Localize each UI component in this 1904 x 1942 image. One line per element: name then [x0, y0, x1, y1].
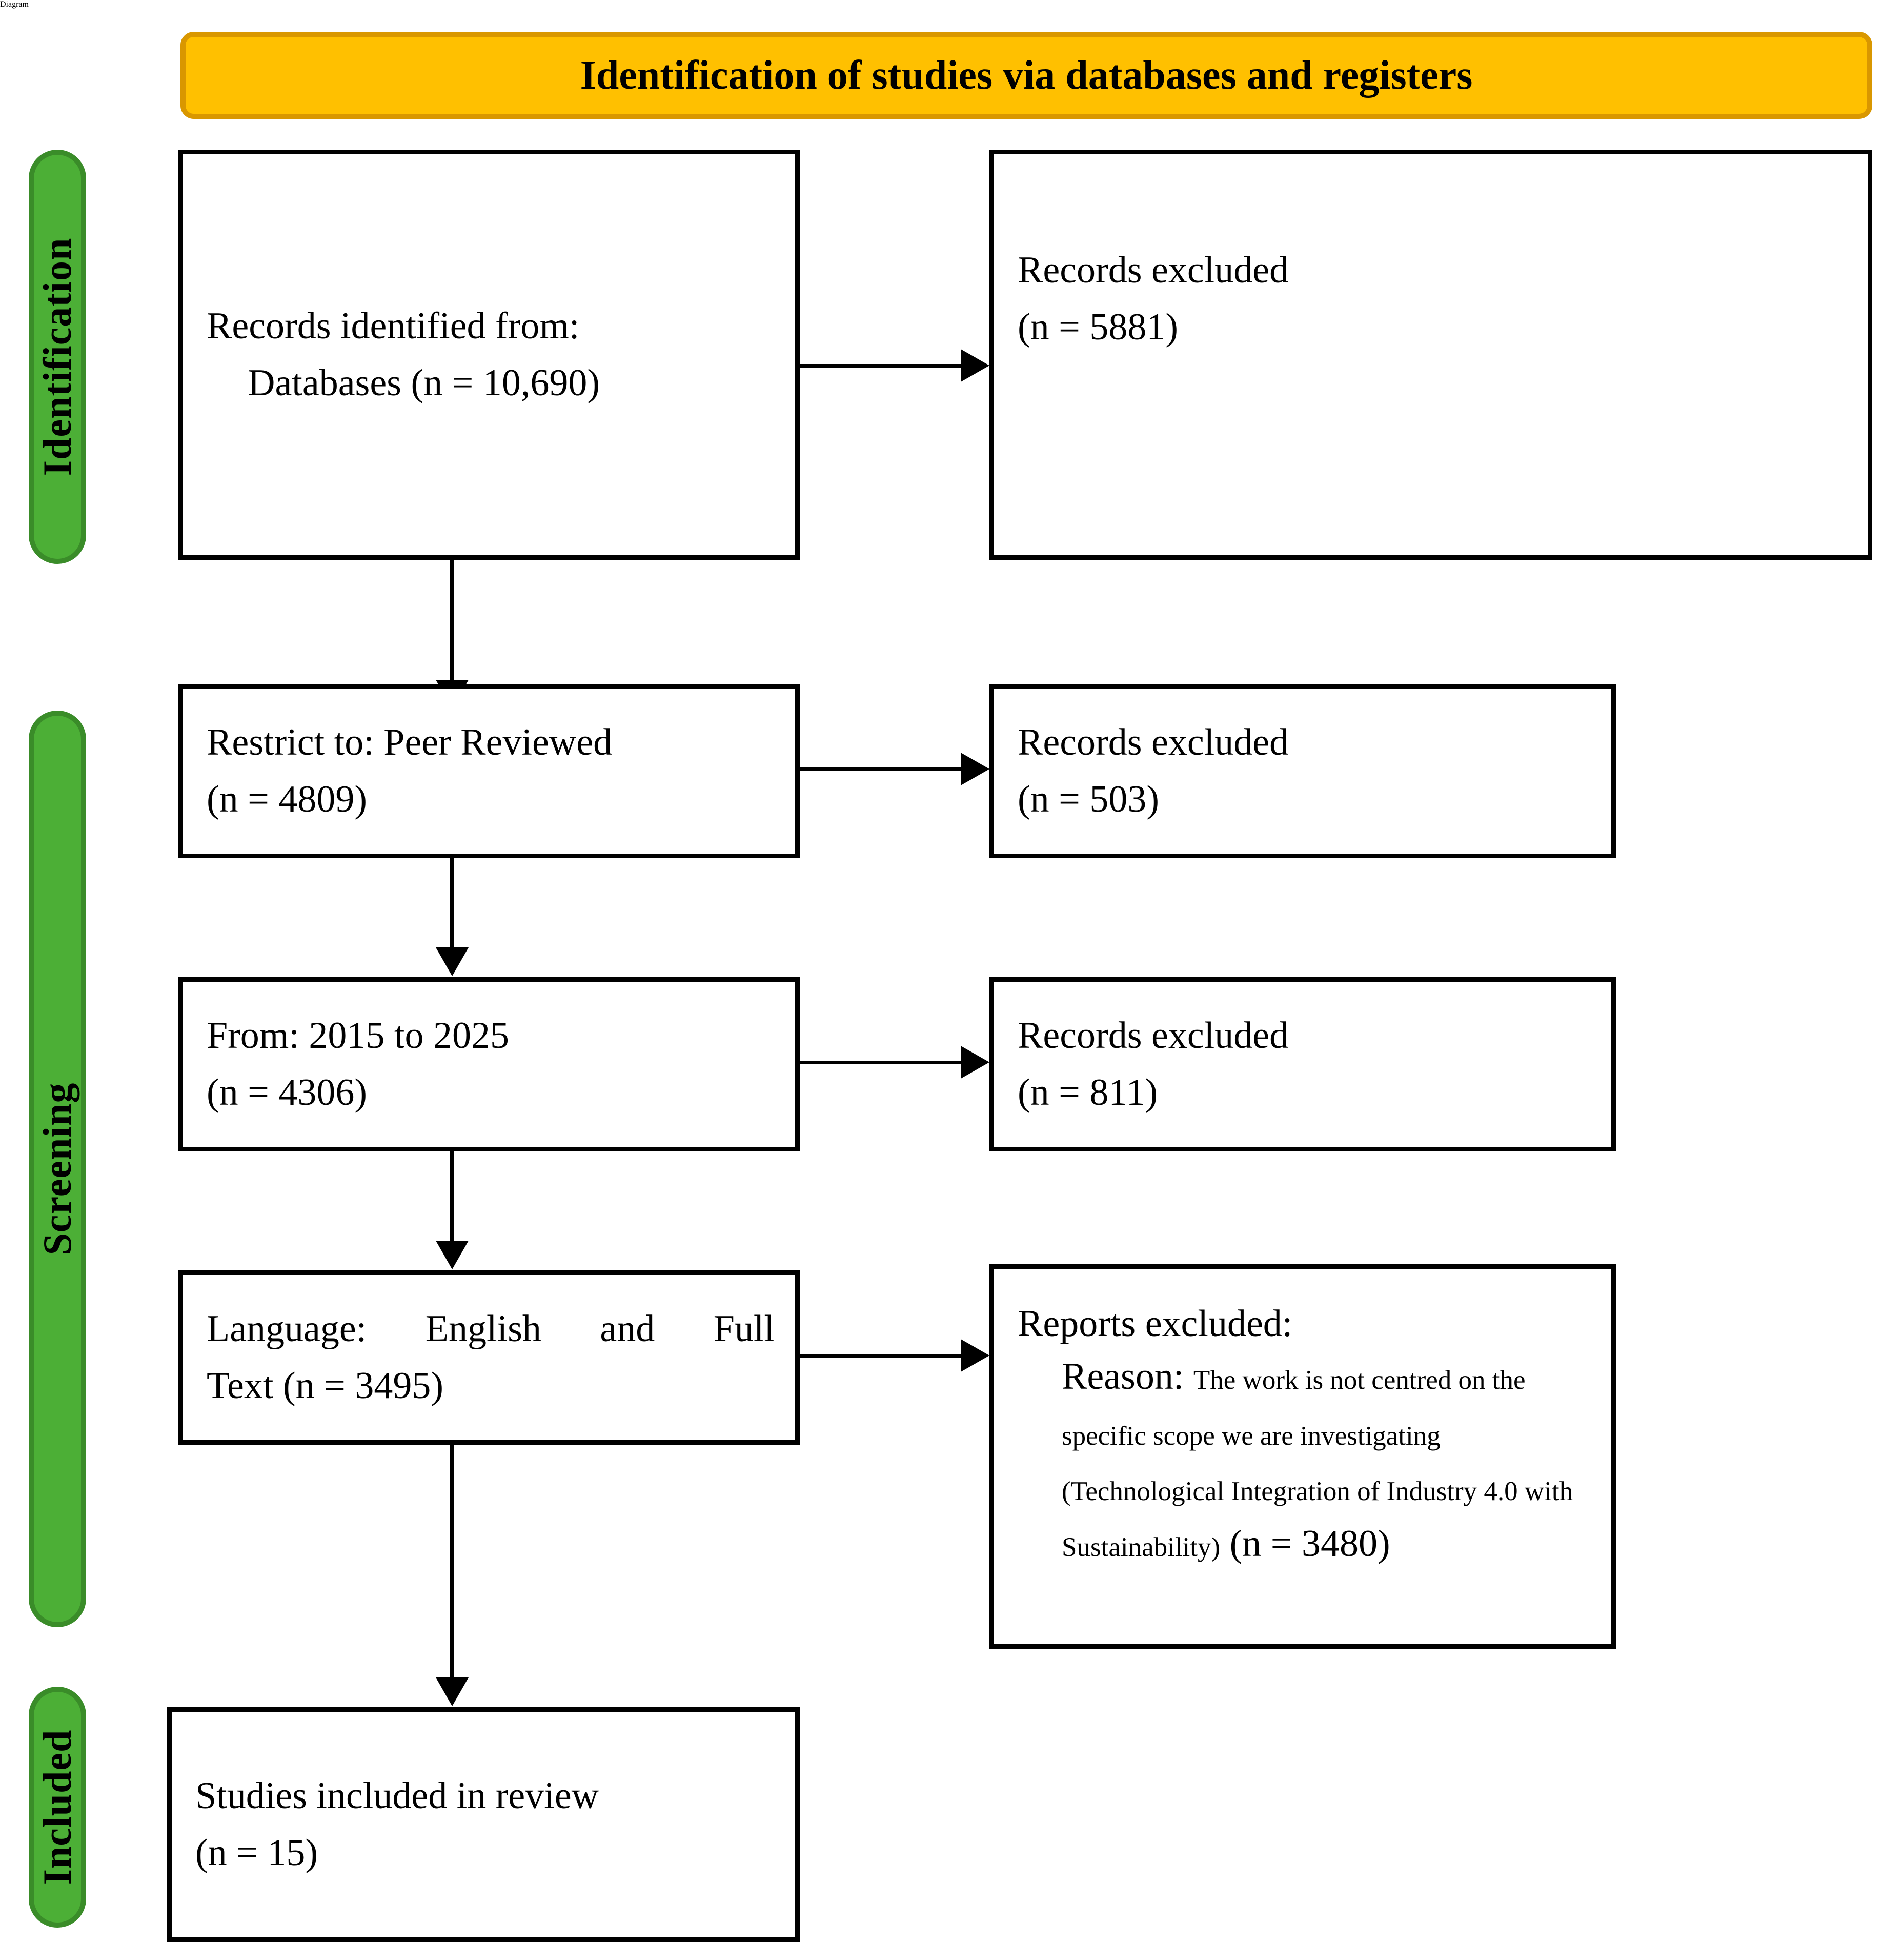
- page-title: Identification of studies via databases …: [580, 52, 1473, 98]
- connector-v-row2-row3: [450, 858, 454, 950]
- box-records-excluded-2-content: Records excluded (n = 503): [1018, 714, 1591, 828]
- connector-h-row4: [800, 1354, 963, 1358]
- connector-v-row1-row2: [450, 560, 454, 683]
- records-identified-line2: Databases (n = 10,690): [248, 362, 600, 404]
- box-language-fulltext-content: Language: English and Full Text (n = 349…: [207, 1301, 775, 1414]
- box-reports-excluded: Reports excluded: Reason: The work is no…: [989, 1264, 1616, 1649]
- reports-excluded-reason-text: The work is not centred on the specific …: [1062, 1365, 1573, 1562]
- records-excluded-1-line1: Records excluded: [1018, 249, 1289, 291]
- box-records-excluded-1: Records excluded (n = 5881): [989, 150, 1872, 560]
- connector-v-row4-row5: [450, 1445, 454, 1681]
- phase-band-included: Included: [29, 1687, 86, 1928]
- box-records-excluded-1-content: Records excluded (n = 5881): [1018, 242, 1847, 356]
- reports-excluded-reason-label: Reason:: [1062, 1356, 1193, 1398]
- language-fulltext-line2: Text (n = 3495): [207, 1365, 443, 1407]
- arrow-right-row3: [961, 1046, 989, 1079]
- date-range-line1: From: 2015 to 2025: [207, 1015, 509, 1057]
- records-excluded-2-line2: (n = 503): [1018, 778, 1160, 820]
- arrow-right-row1: [961, 349, 989, 382]
- box-language-fulltext: Language: English and Full Text (n = 349…: [178, 1270, 800, 1445]
- box-records-identified-content: Records identified from: Databases (n = …: [207, 298, 775, 412]
- reports-excluded-count: (n = 3480): [1220, 1522, 1390, 1565]
- box-records-excluded-3-content: Records excluded (n = 811): [1018, 1007, 1591, 1121]
- box-studies-included-content: Studies included in review (n = 15): [195, 1768, 775, 1882]
- arrow-right-row2: [961, 753, 989, 785]
- box-peer-reviewed: Restrict to: Peer Reviewed (n = 4809): [178, 684, 800, 858]
- connector-h-row2: [800, 767, 963, 771]
- records-excluded-1-line2: (n = 5881): [1018, 306, 1179, 348]
- arrow-right-row4: [961, 1339, 989, 1372]
- records-excluded-3-line2: (n = 811): [1018, 1071, 1158, 1114]
- reports-excluded-reason: Reason: The work is not centred on the s…: [1018, 1352, 1591, 1575]
- header-bar: Identification of studies via databases …: [180, 32, 1872, 119]
- arrow-down-row4-row5: [436, 1677, 469, 1706]
- box-studies-included: Studies included in review (n = 15): [167, 1707, 800, 1942]
- arrow-down-row3-row4: [436, 1241, 469, 1269]
- records-identified-line1: Records identified from:: [207, 305, 580, 347]
- studies-included-line2: (n = 15): [195, 1832, 318, 1874]
- date-range-line2: (n = 4306): [207, 1071, 368, 1114]
- connector-h-row1: [800, 364, 963, 368]
- box-date-range: From: 2015 to 2025 (n = 4306): [178, 977, 800, 1151]
- peer-reviewed-line2: (n = 4809): [207, 778, 368, 820]
- records-excluded-2-line1: Records excluded: [1018, 721, 1289, 763]
- phase-label-screening: Screening: [35, 1082, 79, 1256]
- studies-included-line1: Studies included in review: [195, 1775, 599, 1817]
- box-peer-reviewed-content: Restrict to: Peer Reviewed (n = 4809): [207, 714, 775, 828]
- phase-label-identification: Identification: [35, 237, 79, 476]
- phase-label-included: Included: [35, 1729, 79, 1885]
- arrow-down-row2-row3: [436, 947, 469, 976]
- reports-excluded-heading: Reports excluded:: [1018, 1303, 1293, 1345]
- connector-v-row3-row4: [450, 1151, 454, 1244]
- box-date-range-content: From: 2015 to 2025 (n = 4306): [207, 1007, 775, 1121]
- records-excluded-3-line1: Records excluded: [1018, 1015, 1289, 1057]
- box-records-excluded-3: Records excluded (n = 811): [989, 977, 1616, 1151]
- connector-h-row3: [800, 1061, 963, 1064]
- box-records-excluded-2: Records excluded (n = 503): [989, 684, 1616, 858]
- phase-band-screening: Screening: [29, 711, 86, 1627]
- box-reports-excluded-content: Reports excluded: Reason: The work is no…: [1018, 1296, 1591, 1575]
- language-fulltext-line1: Language: English and Full: [207, 1308, 775, 1350]
- box-records-identified: Records identified from: Databases (n = …: [178, 150, 800, 560]
- peer-reviewed-line1: Restrict to: Peer Reviewed: [207, 721, 613, 763]
- phase-band-identification: Identification: [29, 150, 86, 564]
